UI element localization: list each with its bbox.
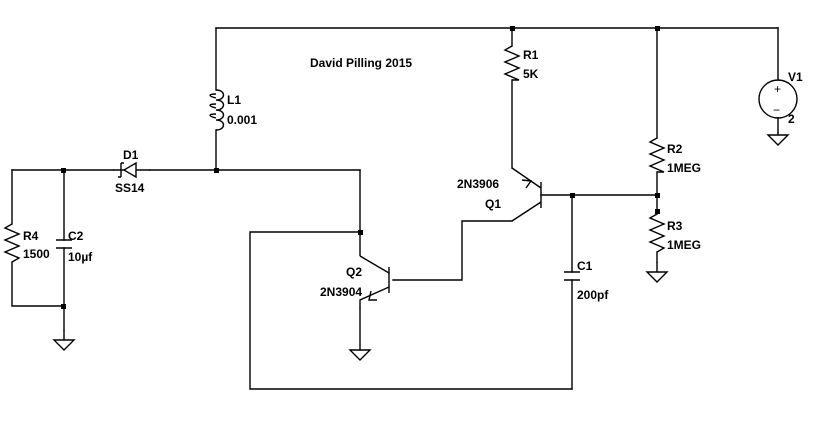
plus-sign: + [774,82,781,96]
inductor-l1 [209,89,225,131]
r2-value: 1MEG [667,161,701,175]
v1-ref: V1 [788,70,803,84]
c2-ref: C2 [68,229,84,243]
v1-value: 2 [788,112,795,126]
junction-dot [61,168,66,173]
junction-dot [61,304,66,309]
junction-dot [570,193,575,198]
r1-value: 5K [523,67,539,81]
r1-ref: R1 [523,48,539,62]
junction-dot [655,193,660,198]
minus-sign: − [773,103,780,117]
c1-value: 200pf [577,288,609,302]
q2-ref: Q2 [346,265,362,279]
c1-ref: C1 [577,259,593,273]
junction-dot [655,26,660,31]
ground-icon [766,132,790,146]
ground-icon [52,330,76,351]
c2-value: 10µf [68,250,93,264]
capacitor-c1 [564,271,580,281]
resistor-r1 [503,45,521,81]
d1-ref: D1 [123,148,139,162]
diode-d1 [113,161,150,179]
d1-value: SS14 [115,181,145,195]
q1-value: 2N3906 [457,177,499,191]
resistor-r4 [3,223,21,263]
transistor-q2 [359,232,390,308]
r2-ref: R2 [667,142,683,156]
r4-ref: R4 [23,229,39,243]
voltage-source-v1: + − [758,79,798,119]
q1-ref: Q1 [485,197,501,211]
ground-symbols [52,132,790,361]
l1-value: 0.001 [227,113,257,127]
wires [11,27,779,390]
q2-value: 2N3904 [320,285,362,299]
r3-value: 1MEG [667,238,701,252]
r4-value: 1500 [23,247,50,261]
junction-dot [510,26,515,31]
junction-dot [214,168,219,173]
transistor-q1 [511,167,542,222]
junction-dot [655,209,660,214]
resistor-r3 [648,213,666,253]
l1-ref: L1 [227,93,241,107]
resistor-r2 [648,137,666,173]
r3-ref: R3 [667,219,683,233]
ground-icon [645,262,669,283]
schematic-title: David Pilling 2015 [310,56,412,70]
ground-icon [348,349,372,361]
capacitor-c2 [56,239,72,249]
